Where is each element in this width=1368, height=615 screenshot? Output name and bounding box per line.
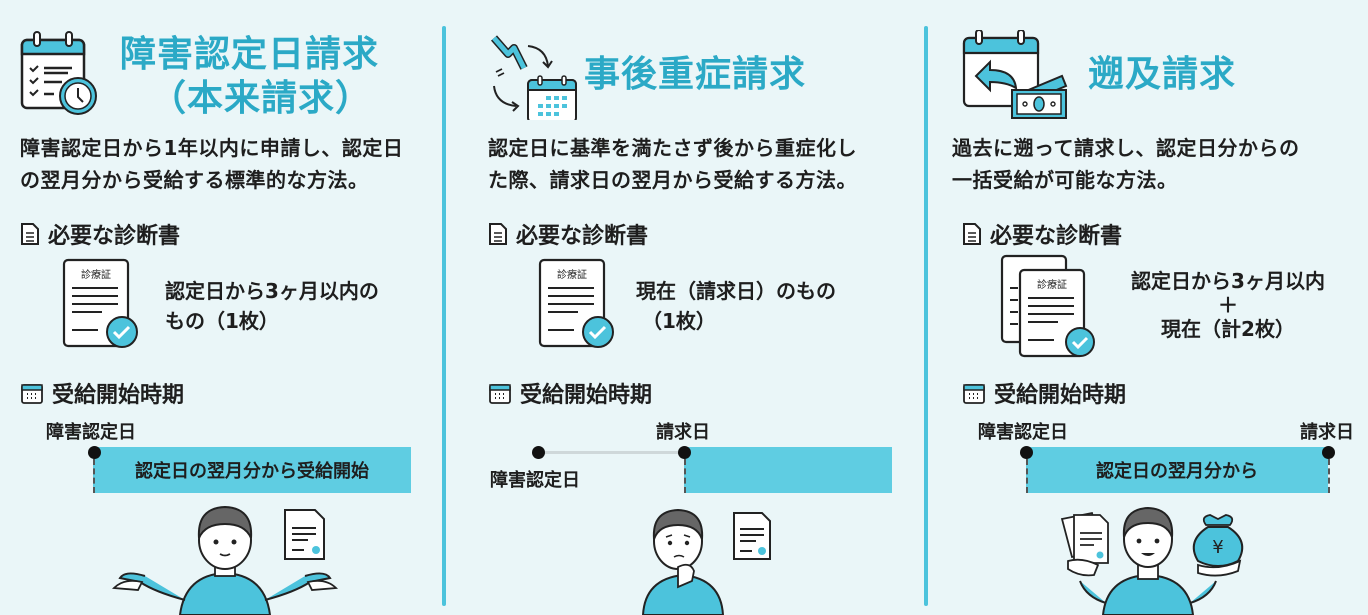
timeline-line [538,451,684,454]
timeline-bar: 認定日の翌月分から受給開始 [93,447,411,493]
certificate-icon: 診療証 [538,258,618,350]
document-requirement: 現在（請求日）のもの （1枚） [636,276,836,336]
timeline-start-label: 障害認定日 [490,470,580,491]
timeline-claim-label: 請求日 [656,422,710,443]
timeline-start-label: 障害認定日 [978,422,1068,443]
calendar-icon [963,384,985,404]
document-icon [963,223,981,245]
section-timing: 受給開始時期 [488,377,652,409]
calendar-icon [21,384,43,404]
document-requirement-line-2: 現在（計2枚） [1161,317,1295,341]
document-requirement-line-1: 認定日から3ヶ月以内 [1131,269,1325,293]
worsening-calendar-icon [488,28,578,120]
description: 障害認定日から1年以内に申請し、認定日 の翌月分から受給する標準的な方法。 [20,132,403,196]
timeline-claim-dot [678,446,691,459]
svg-text:¥: ¥ [1212,537,1223,558]
column-divider-2 [924,26,928,606]
person-thinking-illustration [638,505,788,615]
document-requirement-line-1: 認定日から3ヶ月以内の [165,279,379,303]
calendar-back-money-icon [962,30,1070,122]
section-timing: 受給開始時期 [20,377,184,409]
description: 過去に遡って請求し、認定日分からの 一括受給が可能な方法。 [952,132,1300,196]
document-requirement-line-2: もの（1枚） [165,309,279,333]
timeline-start-dot [1020,446,1033,459]
person-shrugging-illustration [110,500,340,615]
description: 認定日に基準を満たさず後から重症化し た際、請求日の翌月から受給する方法。 [488,132,857,196]
description-line-1: 障害認定日から1年以内に申請し、認定日 [20,136,404,160]
timeline-claim-dot [1322,446,1335,459]
document-icon [489,223,507,245]
section-documents: 必要な診断書 [20,218,180,250]
description-line-1: 認定日に基準を満たさず後から重症化し [488,136,857,160]
timeline-start-dash [93,459,95,493]
svg-text:診療証: 診療証 [81,268,111,281]
section-documents-label: 必要な診断書 [990,224,1123,249]
document-requirement: 認定日から3ヶ月以内 ＋ 現在（計2枚） [1118,266,1338,344]
column-post-severe-claim: 事後重症請求 認定日に基準を満たさず後から重症化し た際、請求日の翌月から受給す… [448,0,924,615]
document-requirement-line-1: 現在（請求日）のもの [636,279,836,303]
timeline-claim-dash [684,459,686,493]
description-line-2: た際、請求日の翌月から受給する方法。 [488,168,857,192]
document-requirement-line-2: （1枚） [642,309,716,333]
section-timing-label: 受給開始時期 [994,383,1127,408]
timeline-start-label: 障害認定日 [46,422,136,443]
calendar-clock-icon [18,30,104,118]
description-line-2: の翌月分から受給する標準的な方法。 [20,168,369,192]
timeline-claim-dash [1328,459,1330,493]
title: 遡及請求 [1088,54,1237,95]
section-timing-label: 受給開始時期 [52,383,185,408]
person-with-money-illustration: ¥ [1048,503,1258,615]
column-retroactive-claim: 遡及請求 過去に遡って請求し、認定日分からの 一括受給が可能な方法。 必要な診断… [928,0,1368,615]
section-timing: 受給開始時期 [962,377,1126,409]
title: 事後重症請求 [584,54,807,95]
document-requirement: 認定日から3ヶ月以内の もの（1枚） [165,276,379,336]
timeline-start-dot [88,446,101,459]
section-documents: 必要な診断書 [488,218,648,250]
svg-text:診療証: 診療証 [1037,278,1067,291]
description-line-1: 過去に遡って請求し、認定日分からの [952,136,1300,160]
timeline-claim-label: 請求日 [1300,422,1354,443]
section-documents-label: 必要な診断書 [48,224,181,249]
calendar-icon [489,384,511,404]
document-requirement-plus: ＋ [1218,293,1238,317]
section-timing-label: 受給開始時期 [520,383,653,408]
timeline-bar [684,447,892,493]
title-line-1: 障害認定日請求 [120,34,380,75]
svg-text:診療証: 診療証 [557,268,587,281]
timeline-start-dash [1026,459,1028,493]
timeline-bar: 認定日の翌月分から [1026,447,1328,493]
section-documents-label: 必要な診断書 [516,224,649,249]
two-certificates-icon: 診療証 [1000,254,1100,358]
title-line-2: （本来請求） [150,78,373,119]
column-divider-1 [442,26,446,606]
certificate-icon: 診療証 [62,258,142,350]
section-documents: 必要な診断書 [962,218,1122,250]
column-standard-claim: 障害認定日請求 （本来請求） 障害認定日から1年以内に申請し、認定日 の翌月分か… [0,0,444,615]
timeline-start-dot [532,446,545,459]
document-icon [21,223,39,245]
description-line-2: 一括受給が可能な方法。 [952,168,1178,192]
